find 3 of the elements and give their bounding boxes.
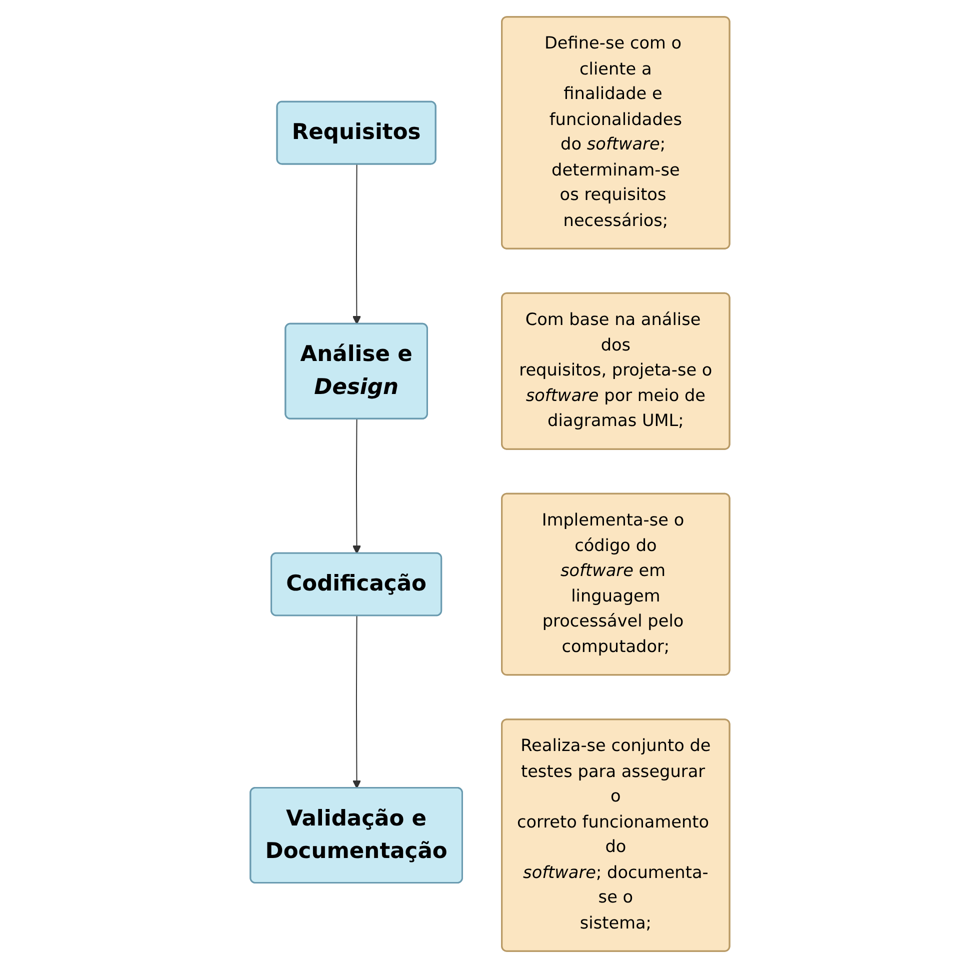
arrow bbox=[352, 163, 361, 324]
arrow bbox=[352, 614, 361, 788]
arrow bbox=[352, 418, 361, 554]
